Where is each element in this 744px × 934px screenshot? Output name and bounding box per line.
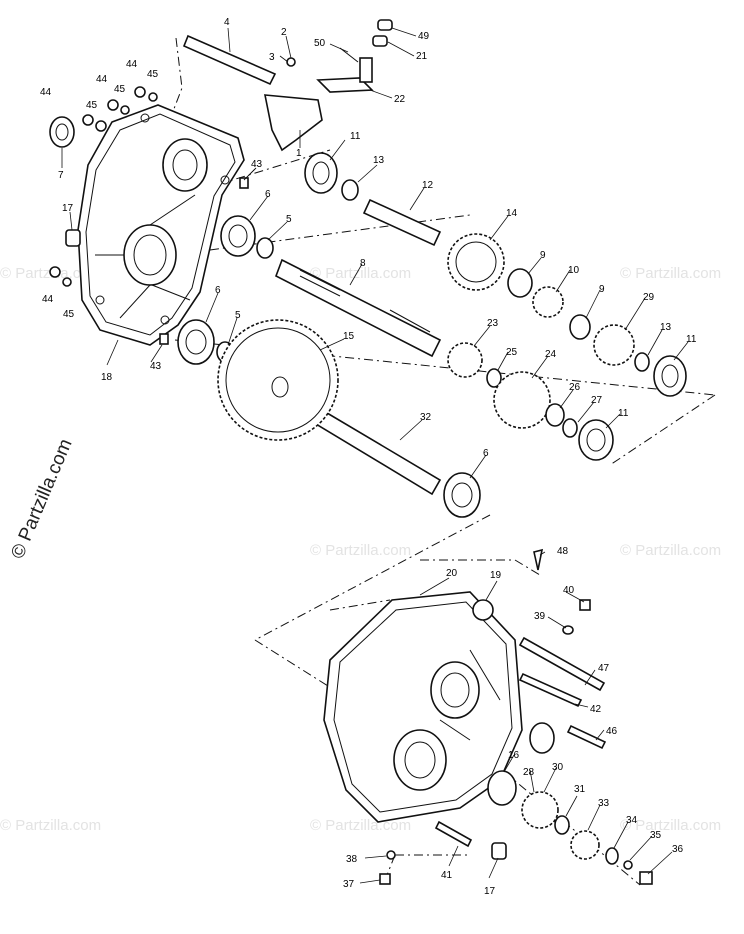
part-label: 23 bbox=[487, 318, 499, 329]
part-label: 6 bbox=[265, 189, 271, 200]
shift-assembly bbox=[182, 19, 393, 152]
left-case-half bbox=[77, 104, 245, 346]
part-label: 42 bbox=[590, 704, 602, 715]
part-label: 45 bbox=[86, 100, 98, 111]
part-label: 22 bbox=[394, 94, 406, 105]
part-label: 15 bbox=[343, 331, 355, 342]
part-label: 10 bbox=[568, 265, 580, 276]
part-label: 27 bbox=[591, 395, 603, 406]
part-label: 44 bbox=[40, 87, 52, 98]
part-label: 48 bbox=[557, 546, 569, 557]
part-label: 11 bbox=[686, 334, 697, 345]
part-label: 26 bbox=[569, 382, 581, 393]
part-label: 4 bbox=[224, 17, 230, 28]
part-label: 47 bbox=[598, 663, 610, 674]
part-label: 11 bbox=[618, 408, 629, 419]
part-label: 30 bbox=[552, 762, 564, 773]
part-label: 1 bbox=[296, 148, 302, 159]
part-label: 12 bbox=[422, 180, 434, 191]
part-label: 28 bbox=[523, 767, 535, 778]
part-label: 14 bbox=[506, 208, 518, 219]
part-label: 33 bbox=[598, 798, 610, 809]
watermark: © Partzilla.com bbox=[0, 817, 101, 834]
right-hardware bbox=[379, 548, 653, 885]
part-label: 43 bbox=[251, 159, 263, 170]
part-label: 49 bbox=[418, 31, 430, 42]
part-label: 13 bbox=[373, 155, 385, 166]
part-label: 37 bbox=[343, 879, 355, 890]
part-label: 50 bbox=[314, 38, 326, 49]
part-label: 3 bbox=[269, 52, 275, 63]
part-label: 24 bbox=[545, 349, 557, 360]
bearings bbox=[177, 152, 687, 518]
part-label: 9 bbox=[599, 284, 605, 295]
part-label: 19 bbox=[490, 570, 502, 581]
part-label: 21 bbox=[416, 51, 428, 62]
part-label: 6 bbox=[483, 448, 489, 459]
part-labels: 4 2 3 50 49 21 22 1 43 43 11 13 12 14 9 … bbox=[40, 17, 697, 897]
part-label: 17 bbox=[62, 203, 74, 214]
watermark-side: © Partzilla.com bbox=[7, 436, 76, 562]
part-label: 46 bbox=[606, 726, 618, 737]
watermark: © Partzilla.com bbox=[310, 542, 411, 559]
part-label: 34 bbox=[626, 815, 638, 826]
part-label: 29 bbox=[643, 292, 655, 303]
part-label: 38 bbox=[346, 854, 358, 865]
leader-lines bbox=[61, 27, 689, 884]
left-hardware bbox=[49, 86, 249, 345]
part-label: 41 bbox=[441, 870, 453, 881]
watermark: © Partzilla.com bbox=[310, 265, 411, 282]
part-label: 44 bbox=[42, 294, 54, 305]
part-label: 5 bbox=[235, 310, 241, 321]
watermark: © Partzilla.com bbox=[620, 542, 721, 559]
part-label: 7 bbox=[58, 170, 64, 181]
part-label: 6 bbox=[215, 285, 221, 296]
part-label: 25 bbox=[506, 347, 518, 358]
part-label: 9 bbox=[540, 250, 546, 261]
part-label: 45 bbox=[114, 84, 126, 95]
part-label: 11 bbox=[350, 131, 361, 142]
part-label: 40 bbox=[563, 585, 575, 596]
right-case-half bbox=[323, 591, 555, 823]
part-label: 44 bbox=[126, 59, 138, 70]
part-label: 8 bbox=[360, 258, 366, 269]
gears bbox=[217, 233, 635, 441]
part-label: 17 bbox=[484, 886, 496, 897]
part-label: 18 bbox=[101, 372, 113, 383]
part-label: 45 bbox=[63, 309, 75, 320]
part-label: 44 bbox=[96, 74, 108, 85]
watermark: © Partzilla.com bbox=[620, 817, 721, 834]
part-label: 20 bbox=[446, 568, 458, 579]
part-label: 35 bbox=[650, 830, 662, 841]
part-label: 32 bbox=[420, 412, 432, 423]
part-label: 31 bbox=[574, 784, 586, 795]
watermark: © Partzilla.com bbox=[620, 265, 721, 282]
part-label: 13 bbox=[660, 322, 672, 333]
part-label: 16 bbox=[508, 750, 520, 761]
part-label: 5 bbox=[286, 214, 292, 225]
part-label: 36 bbox=[672, 844, 684, 855]
part-label: 2 bbox=[281, 27, 287, 38]
part-label: 45 bbox=[147, 69, 159, 80]
part-label: 43 bbox=[150, 361, 162, 372]
part-label: 39 bbox=[534, 611, 546, 622]
